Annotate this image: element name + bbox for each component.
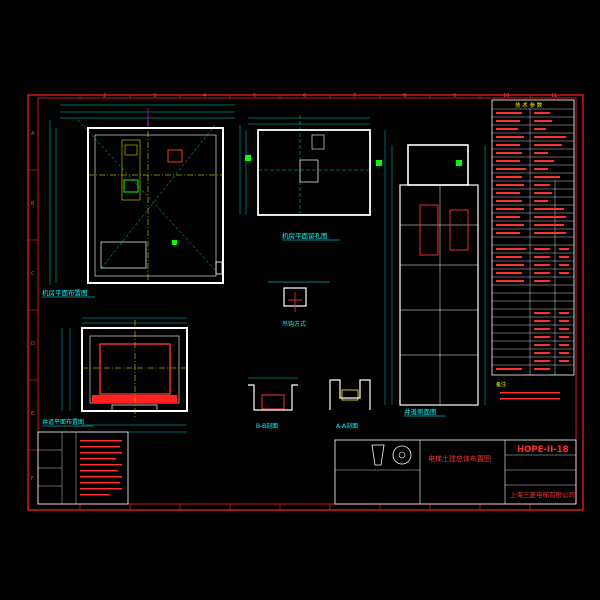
hoistway-section-title: 井道侧面图 bbox=[404, 407, 437, 416]
zone-label-side: B bbox=[31, 201, 35, 207]
zone-label-side: A bbox=[31, 131, 35, 137]
machine-room-plan-title: 机房平面布置图 bbox=[42, 288, 88, 297]
zone-label-top: 11 bbox=[551, 93, 557, 99]
section-a-detail: A-A剖面 bbox=[329, 379, 371, 430]
hoistway-plan: 井道平面布置图 bbox=[42, 317, 188, 433]
section-a-title: A-A剖面 bbox=[336, 422, 358, 430]
zone-label-top: 8 bbox=[403, 93, 406, 99]
hook-detail: 吊钩方式 bbox=[268, 281, 330, 328]
machine-room-plan: 机房平面布置图 bbox=[42, 104, 235, 298]
machine-room-hole-plan-title: 机房平面留孔图 bbox=[282, 231, 328, 240]
zone-label-top: 3 bbox=[153, 93, 156, 99]
zone-label-top: 9 bbox=[453, 93, 456, 99]
zone-label-top: 10 bbox=[503, 93, 509, 99]
spec-table: 技 术 参 数 bbox=[491, 99, 575, 400]
section-b-detail: B-B剖面 bbox=[248, 377, 298, 430]
zone-label-side: D bbox=[31, 341, 35, 347]
section-b-title: B-B剖面 bbox=[256, 422, 278, 430]
zone-label-side: C bbox=[31, 271, 35, 277]
zone-label-top: 2 bbox=[103, 93, 106, 99]
zone-label-side: F bbox=[31, 476, 34, 482]
zone-ticks bbox=[28, 95, 531, 510]
title-block: 电梯土建总体布置图 HOPE-II-18 上海三菱电梯有限公司 bbox=[334, 439, 577, 505]
zone-label-top: 7 bbox=[353, 93, 356, 99]
hook-method-title: 吊钩方式 bbox=[282, 320, 306, 328]
zone-label-top: 6 bbox=[303, 93, 306, 99]
zone-label-side: E bbox=[31, 411, 34, 417]
zone-label-top: 5 bbox=[253, 93, 256, 99]
legend-block bbox=[37, 431, 129, 505]
drawing-number: HOPE-II-18 bbox=[517, 445, 569, 455]
machine-room-hole-plan: 机房平面留孔图 bbox=[239, 115, 371, 241]
inner-frame bbox=[37, 97, 577, 505]
outer-frame bbox=[27, 94, 584, 511]
hoistway-plan-title: 井道平面布置图 bbox=[42, 418, 84, 426]
drawing-title: 电梯土建总体布置图 bbox=[428, 454, 491, 463]
spec-table-title: 技 术 参 数 bbox=[515, 101, 543, 109]
hoistway-side-view: 井道侧面图 bbox=[376, 130, 486, 417]
zone-label-top: 4 bbox=[203, 93, 206, 99]
notes-heading: 备注: bbox=[496, 381, 508, 388]
company-name: 上海三菱电梯有限公司 bbox=[510, 490, 575, 499]
